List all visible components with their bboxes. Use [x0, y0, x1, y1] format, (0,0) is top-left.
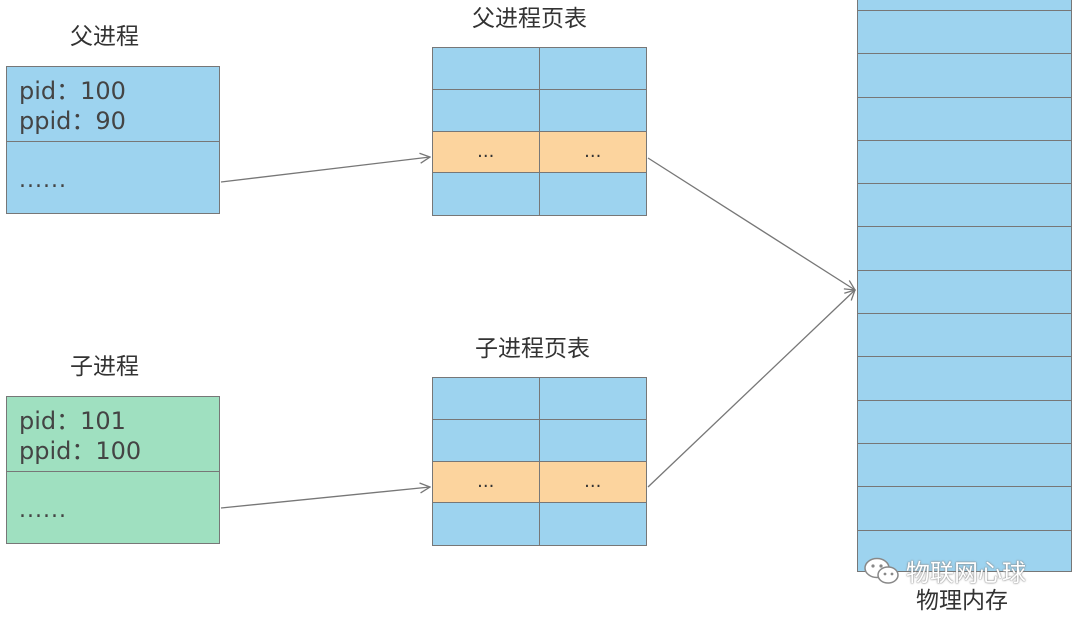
parent-pid: pid：100: [19, 77, 126, 105]
child-table-cell: [539, 419, 646, 462]
parent-page-table-title: 父进程页表: [472, 6, 587, 32]
parent-process-more: ......: [19, 168, 67, 193]
child-process-block: pid：101 ppid：100 ......: [6, 396, 220, 544]
memory-row: [858, 401, 1071, 444]
parent-process-ids: pid：100 ppid：90: [7, 67, 219, 142]
child-table-cell-highlighted: ...: [433, 461, 540, 504]
parent-table-cell: [433, 173, 540, 215]
parent-table-cell: [539, 48, 646, 90]
child-page-table-title: 子进程页表: [475, 336, 590, 362]
parent-pcb-to-table-arrow: [220, 157, 430, 183]
parent-table-to-memory-arrow: [647, 157, 855, 290]
child-table-cell: [539, 378, 646, 420]
child-pid: pid：101: [19, 407, 126, 435]
physical-memory-block: [857, 0, 1072, 572]
child-process-more: ......: [19, 498, 67, 523]
child-table-to-memory-arrow: [647, 290, 855, 488]
child-table-cell: [539, 503, 646, 545]
memory-row: [858, 0, 1071, 11]
parent-table-cell: [433, 48, 540, 90]
parent-table-cell: [433, 89, 540, 132]
parent-process-block: pid：100 ppid：90 ......: [6, 66, 220, 214]
memory-row: [858, 98, 1071, 141]
child-table-cell: [433, 378, 540, 420]
child-table-cell: [433, 503, 540, 545]
physical-memory-title: 物理内存: [916, 588, 1008, 614]
child-process-title: 子进程: [70, 354, 139, 380]
watermark-text: 物联网心球: [906, 559, 1026, 587]
memory-row: [858, 487, 1071, 531]
parent-table-cell: [539, 173, 646, 215]
child-ppid: ppid：100: [19, 437, 142, 465]
memory-row: [858, 227, 1071, 271]
parent-process-title: 父进程: [70, 24, 139, 50]
child-table-cell-highlighted: ...: [539, 461, 646, 504]
child-process-ids: pid：101 ppid：100: [7, 397, 219, 472]
memory-row: [858, 357, 1071, 401]
child-pcb-to-table-arrow: [220, 487, 430, 509]
parent-ppid: ppid：90: [19, 107, 126, 135]
memory-row: [858, 11, 1071, 55]
memory-row: [858, 141, 1071, 185]
child-page-table: ... ...: [432, 377, 647, 546]
memory-row: [858, 271, 1071, 315]
watermark: 物联网心球: [862, 553, 1026, 588]
memory-row: [858, 314, 1071, 358]
memory-row: [858, 184, 1071, 228]
memory-row: [858, 54, 1071, 98]
parent-page-table: ... ...: [432, 47, 647, 216]
parent-table-cell-highlighted: ...: [539, 131, 646, 174]
child-table-cell: [433, 419, 540, 462]
memory-row: [858, 444, 1071, 488]
parent-table-cell: [539, 89, 646, 132]
parent-table-cell-highlighted: ...: [433, 131, 540, 174]
wechat-icon: [862, 556, 902, 586]
